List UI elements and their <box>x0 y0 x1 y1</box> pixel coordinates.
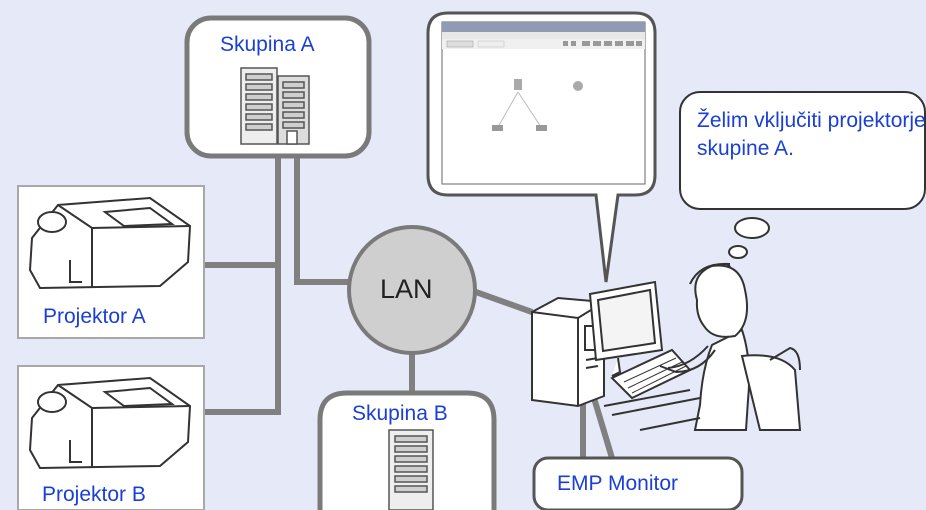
connector-projector-b <box>205 265 281 415</box>
thought-bubble-text: Želim vključiti projektorje skupine A. <box>697 109 926 160</box>
emp-monitor-label: EMP Monitor <box>557 472 678 495</box>
building-icon-b <box>388 429 434 510</box>
projector-a-label: Projektor A <box>43 305 146 328</box>
connector-group-a-projector-a <box>205 155 281 268</box>
projector-icon-b <box>28 376 192 470</box>
thought-dot-medium <box>728 245 748 259</box>
connector-lan-pc <box>474 289 534 315</box>
thought-bubble <box>679 91 926 210</box>
connector-pc-emp-monitor-2 <box>591 397 615 459</box>
desk <box>603 389 701 431</box>
keyboard <box>610 348 692 400</box>
person-figure <box>659 262 802 431</box>
emp-monitor-box <box>532 456 744 510</box>
group-a-label: Skupina A <box>220 33 315 56</box>
thought-dot-large <box>734 217 770 239</box>
computer-tower <box>531 296 605 408</box>
lan-circle <box>347 225 477 355</box>
projector-icon-a <box>28 196 192 290</box>
connector-lines <box>205 155 615 459</box>
lan-label: LAN <box>380 274 433 304</box>
app-window-thumbnail <box>441 21 646 185</box>
connector-group-a-lan <box>294 155 348 285</box>
building-icon-a <box>240 67 310 145</box>
projector-b-label: Projektor B <box>42 483 146 506</box>
group-b-label: Skupina B <box>352 402 448 425</box>
